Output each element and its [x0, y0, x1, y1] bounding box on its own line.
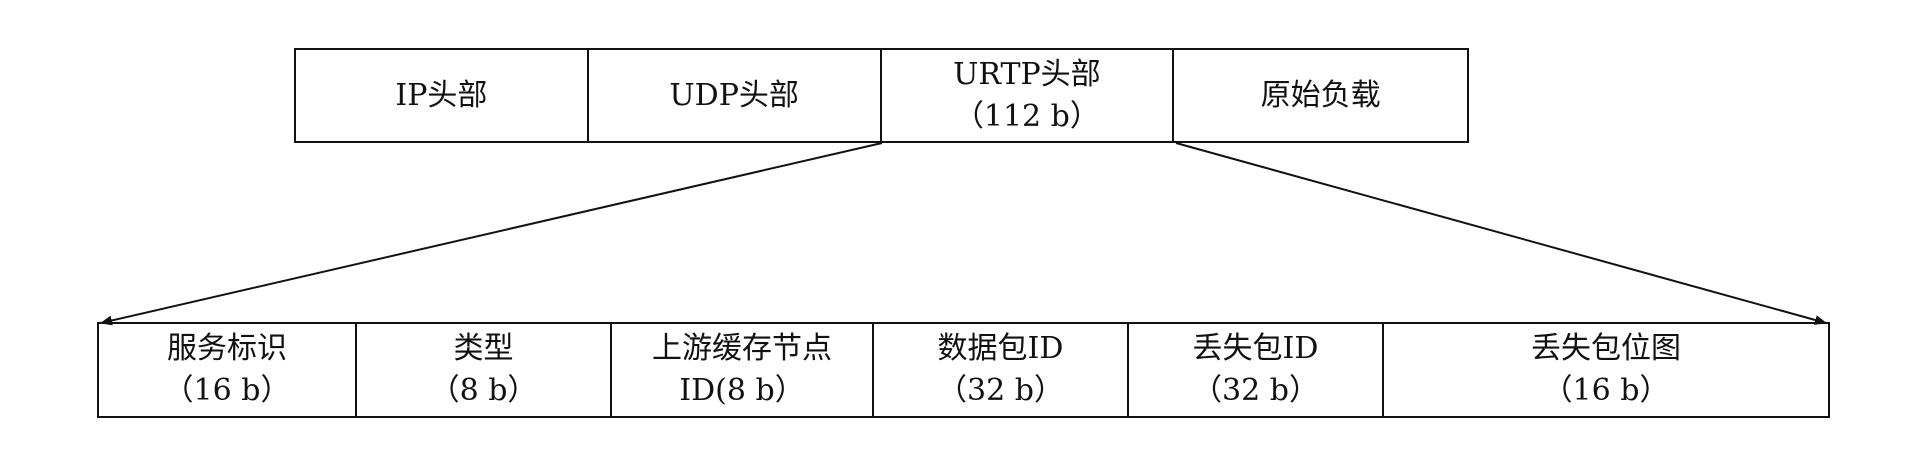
right-expansion-arrow [1175, 142, 1827, 325]
lost-packet-id-field: 丢失包ID （32 b） [1129, 324, 1384, 416]
urtp-fields-row: 服务标识 （16 b） 类型 （8 b） 上游缓存节点 ID(8 b） 数据包I… [97, 322, 1830, 418]
udp-header-label: UDP头部 [669, 77, 799, 113]
packet-id-field: 数据包ID （32 b） [874, 324, 1129, 416]
lost-packet-bitmap-field: 丢失包位图 （16 b） [1384, 324, 1828, 416]
udp-header-cell: UDP头部 [589, 50, 882, 141]
lost-packet-id-label: 丢失包ID [1192, 331, 1319, 366]
lost-packet-bitmap-label: 丢失包位图 [1531, 331, 1681, 366]
left-expansion-arrow [100, 142, 883, 326]
service-id-label: 服务标识 [167, 331, 287, 366]
lost-packet-bitmap-size: （16 b） [1542, 373, 1670, 408]
service-id-size: （16 b） [163, 373, 291, 408]
type-field: 类型 （8 b） [357, 324, 612, 416]
upstream-cache-node-id-field: 上游缓存节点 ID(8 b） [612, 324, 874, 416]
urtp-header-size: （112 b） [953, 98, 1100, 134]
upstream-cache-node-size: ID(8 b） [679, 373, 805, 408]
service-id-field: 服务标识 （16 b） [99, 324, 357, 416]
ip-header-cell: IP头部 [296, 50, 589, 141]
urtp-header-label: URTP头部 [953, 56, 1101, 92]
raw-payload-cell: 原始负载 [1174, 50, 1467, 141]
upstream-cache-node-label: 上游缓存节点 [652, 331, 832, 366]
type-label: 类型 [453, 331, 514, 366]
type-size: （8 b） [429, 373, 538, 408]
ip-header-label: IP头部 [395, 77, 488, 113]
packet-id-size: （32 b） [937, 373, 1064, 408]
urtp-header-cell: URTP头部 （112 b） [882, 50, 1175, 141]
packet-id-label: 数据包ID [937, 331, 1064, 366]
packet-header-row: IP头部 UDP头部 URTP头部 （112 b） 原始负载 [294, 48, 1469, 143]
raw-payload-label: 原始负载 [1260, 77, 1381, 113]
lost-packet-id-size: （32 b） [1192, 373, 1319, 408]
